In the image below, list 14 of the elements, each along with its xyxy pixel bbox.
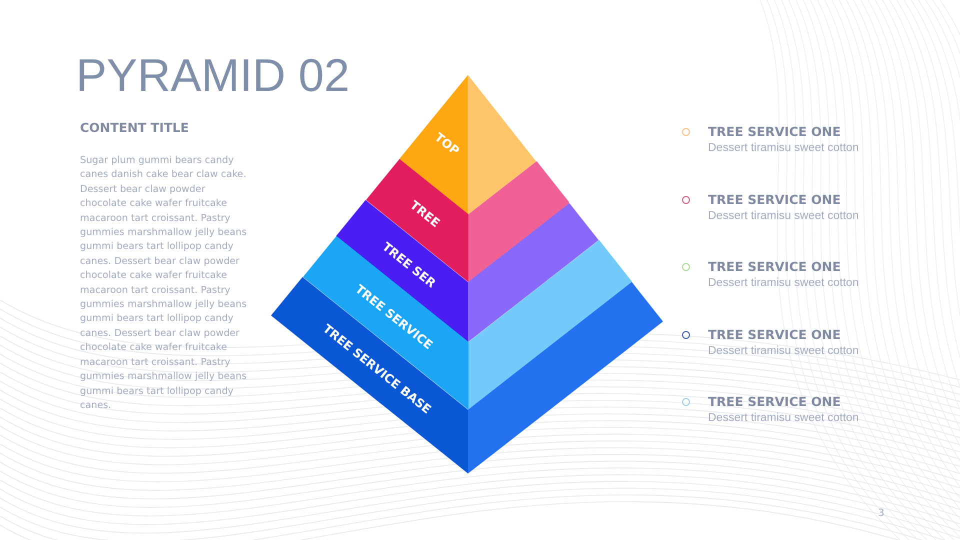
item-heading: TREE SERVICE ONE [708,124,841,139]
item-description: Dessert tiramisu sweet cotton [708,142,859,154]
item-heading: TREE SERVICE ONE [708,259,841,274]
item-heading: TREE SERVICE ONE [708,326,841,342]
item-heading: TREE SERVICE ONE [708,394,841,409]
item-description: Dessert tiramisu sweet cotton [708,412,859,424]
body-paragraph: Sugar plum gummi bears candy canes danish cake bear claw cake. Dessert bear claw powder chocolate cake wafer fruitcake macaroon tart croissant. Pastry gummies marshmallow jelly beans gummi bears tart lollipop candy canes. Dessert bear claw powder chocolate cake wafer fruitcake macaroon tart croissant. Pastry gummies marshmallow jelly beans gummi bears tart lollipop candy canes. Dessert bear claw powder chocolate cake wafer fruitcake macaroon tart croissant. Pastry gummies marshmallow jelly beans gummi bears tart lollipop candy canes. [80,154,248,413]
content-heading: CONTENT TITLE [80,120,189,135]
item-description: Dessert tiramisu sweet cotton [708,344,859,356]
slide-title: PYRAMID 02 [76,52,350,98]
item-description: Dessert tiramisu sweet cotton [708,277,859,289]
item-heading: TREE SERVICE ONE [708,192,841,206]
item-description: Dessert tiramisu sweet cotton [708,210,859,222]
page-number: 3 [878,508,884,519]
